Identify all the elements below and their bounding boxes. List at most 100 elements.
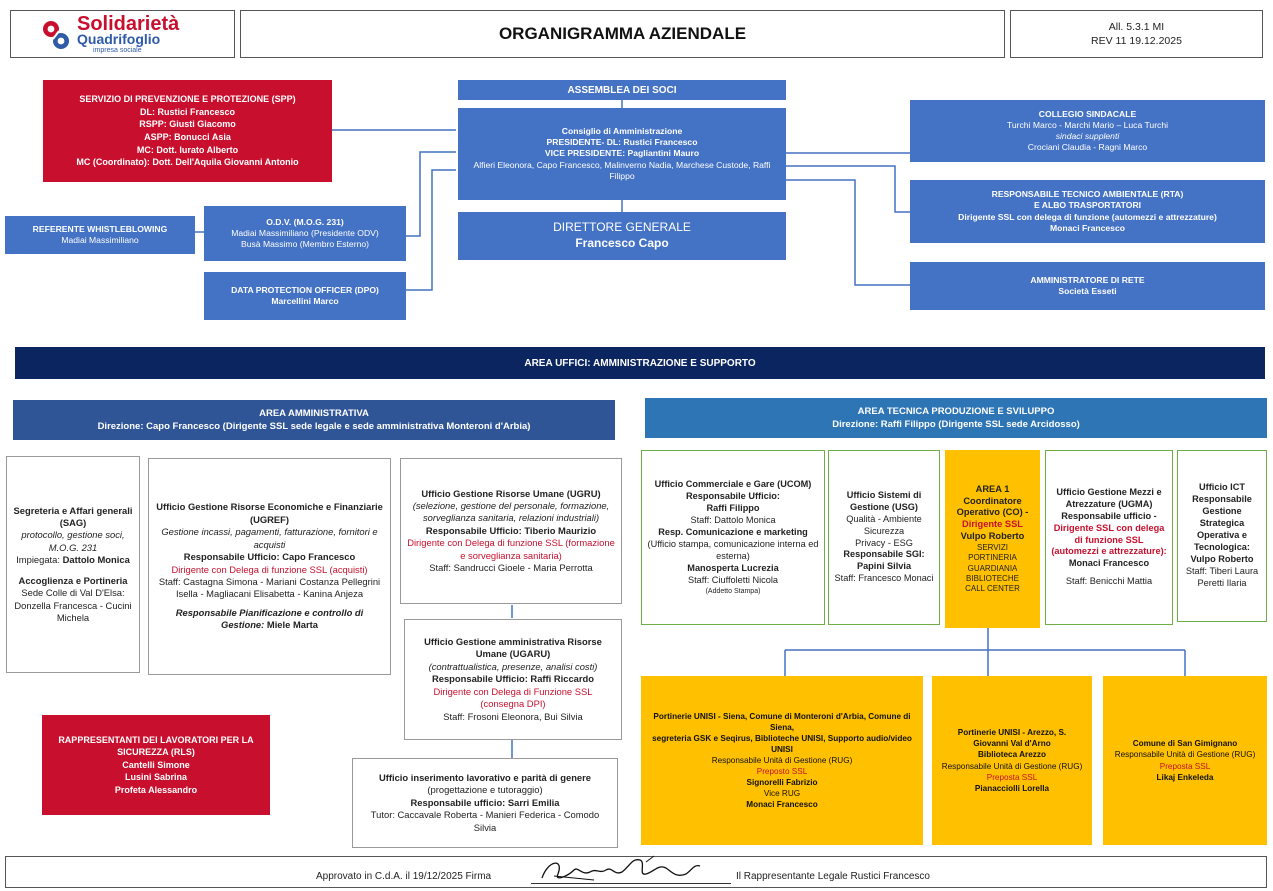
area-amm-title: AREA AMMINISTRATIVA	[259, 407, 369, 419]
ugma-name: Monaci Francesco	[1068, 558, 1150, 569]
port3-line: Comune di San Gimignano	[1132, 739, 1238, 749]
odv-line: Madiai Massimiliano (Presidente ODV)	[231, 227, 379, 238]
ugru-delega: Dirigente con Delega di funzione SSL (fo…	[407, 537, 615, 561]
spp-line: ASPP: Bonucci Asia	[144, 132, 231, 142]
ugma-title: Ufficio Gestione Mezzi e Atrezzature (UG…	[1056, 486, 1162, 509]
cda-title: Consiglio di Amministrazione	[561, 126, 683, 137]
ugref-title: Ufficio Gestione Risorse Economiche e Fi…	[156, 501, 383, 525]
ucom-comm-title: Resp. Comunicazione e marketing	[658, 526, 808, 537]
port2-name: Pianacciolli Lorella	[974, 783, 1050, 793]
collegio-line: Crociani Claudia - Ragni Marco	[1027, 142, 1148, 153]
uilp-tutor: Tutor: Caccavale Roberta - Manieri Feder…	[370, 809, 600, 833]
port1-vice-name: Monaci Francesco	[746, 800, 818, 810]
port3-rug: Responsabile Unità di Gestione (RUG)	[1114, 750, 1256, 760]
direttore-generale-box: DIRETTORE GENERALE Francesco Capo	[458, 212, 786, 260]
assemblea-soci-box: ASSEMBLEA DEI SOCI	[458, 80, 786, 100]
accoglienza-line: Sede Colle di Val D'Elsa:	[21, 587, 125, 599]
ucom-comm-desc: (Ufficio stampa, comunicazione interna e…	[647, 538, 819, 561]
approval-footer: Approvato in C.d.A. il 19/12/2025 Firma …	[5, 855, 1267, 888]
area-uffici-banner: AREA UFFICI: AMMINISTRAZIONE E SUPPORTO	[15, 347, 1265, 379]
rls-member: Profeta Alessandro	[114, 784, 198, 795]
rta-line: E ALBO TRASPORTATORI	[1033, 200, 1142, 211]
whistleblowing-box: REFERENTE WHISTLEBLOWING Madiai Massimil…	[5, 216, 195, 254]
whistleblowing-title: REFERENTE WHISTLEBLOWING	[32, 223, 168, 234]
accoglienza-title: Accoglienza e Portineria	[18, 574, 128, 586]
usg-line: Qualità - Ambiente Sicurezza	[846, 513, 922, 536]
usg-line: Privacy - ESG	[855, 537, 913, 548]
collegio-title: COLLEGIO SINDACALE	[1038, 108, 1137, 119]
ugref-delega: Dirigente con Delega di funzione SSL (ac…	[171, 563, 368, 575]
ucom-staff: Staff: Dattolo Monica	[690, 515, 776, 526]
rta-line: Monaci Francesco	[1050, 222, 1125, 233]
rete-name: Società Esseti	[1058, 286, 1117, 296]
logo-box: Solidarietà Quadrifoglio impresa sociale	[10, 10, 235, 58]
sag-imp-label: Impiegata:	[16, 554, 60, 566]
area1-service: SERVIZI	[977, 543, 1008, 553]
port3-name: Likaj Enkeleda	[1156, 772, 1214, 782]
odv-box: O.D.V. (M.O.G. 231) Madiai Massimiliano …	[204, 206, 406, 261]
cda-members: Alfieri Eleonora, Capo Francesco, Malinv…	[473, 159, 771, 181]
spp-line: MC (Coordinato): Dott. Dell'Aquila Giova…	[76, 157, 299, 168]
port1-line: Portinerie UNISI - Siena, Comune di Mont…	[653, 711, 911, 732]
area1-name: Vulpo Roberto	[960, 531, 1025, 542]
port2-rug: Responsabile Unità di Gestione (RUG)	[941, 761, 1083, 771]
cda-box: Consiglio di Amministrazione PRESIDENTE-…	[458, 108, 786, 200]
ugaru-desc: (contrattualistica, presenze, analisi co…	[428, 660, 598, 672]
sag-desc: protocollo, gestione soci, M.O.G. 231	[21, 529, 125, 553]
rls-member: Lusini Sabrina	[124, 772, 187, 783]
rete-title: AMMINISTRATORE DI RETE	[1030, 274, 1145, 285]
ucom-box: Ufficio Commerciale e Gare (UCOM) Respon…	[641, 450, 825, 625]
ugaru-delega: Dirigente con Delega di Funzione SSL (co…	[433, 685, 593, 710]
ugru-box: Ufficio Gestione Risorse Umane (UGRU) (s…	[400, 458, 622, 604]
ict-staff-2: Peretti Ilaria	[1197, 577, 1247, 588]
sag-title: Segreteria e Affari generali (SAG)	[13, 504, 133, 529]
ugru-staff: Staff: Sandrucci Gioele - Maria Perrotta	[429, 562, 593, 574]
signature-line	[531, 883, 731, 884]
ucom-title: Ufficio Commerciale e Gare (UCOM)	[654, 479, 812, 490]
port2-preposta: Preposta SSL	[986, 772, 1038, 782]
usg-resp: Responsabile SGI: Papini Silvia	[843, 549, 925, 572]
amministratore-rete-box: AMMINISTRATORE DI RETE Società Esseti	[910, 262, 1265, 310]
ugref-desc: Gestione incassi, pagamenti, fatturazion…	[161, 526, 378, 550]
area1-service: GUARDIANIA	[967, 563, 1018, 573]
sag-box: Segreteria e Affari generali (SAG) proto…	[6, 456, 140, 673]
port1-preposto: Preposto SSL	[756, 767, 808, 777]
doc-revision: REV 11 19.12.2025	[1091, 35, 1182, 47]
uilp-title: Ufficio inserimento lavorativo e parità …	[378, 771, 592, 783]
collegio-sindacale-box: COLLEGIO SINDACALE Turchi Marco - Marchi…	[910, 100, 1265, 162]
ict-title: Ufficio ICT	[1199, 482, 1245, 493]
uilp-desc: (progettazione e tutoraggio)	[427, 784, 543, 796]
spp-title: SERVIZIO DI PREVENZIONE E PROTEZIONE (SP…	[79, 94, 296, 105]
ugaru-staff: Staff: Frosoni Eleonora, Bui Silvia	[443, 710, 583, 722]
ugma-box: Ufficio Gestione Mezzi e Atrezzature (UG…	[1045, 450, 1173, 625]
ugref-pian-label: Responsabile Pianificazione e controllo …	[175, 606, 364, 631]
ict-resp: Responsabile Gestione Strategica Operati…	[1190, 494, 1254, 564]
logo-name-1: Solidarietà	[77, 13, 180, 35]
ugref-staff: Staff: Castagna Simona - Mariani Costanz…	[158, 575, 381, 600]
doc-reference: All. 5.3.1 MI REV 11 19.12.2025	[1010, 10, 1263, 58]
area-tec-title: AREA TECNICA PRODUZIONE E SVILUPPO	[857, 405, 1055, 417]
doc-ref-code: All. 5.3.1 MI	[1108, 20, 1165, 33]
cda-vice-president: VICE PRESIDENTE: Pagliantini Mauro	[544, 148, 700, 159]
ucom-resp-label: Responsabile Ufficio:	[686, 491, 780, 502]
odv-title: O.D.V. (M.O.G. 231)	[266, 216, 344, 227]
rta-box: RESPONSABILE TECNICO AMBIENTALE (RTA) E …	[910, 180, 1265, 243]
ict-staff: Staff: Tiberi Laura	[1185, 565, 1259, 576]
area-amm-direzione: Direzione: Capo Francesco (Dirigente SSL…	[97, 421, 531, 432]
spp-line: RSPP: Giusti Giacomo	[139, 119, 236, 130]
ugma-staff: Staff: Benicchi Mattia	[1065, 576, 1153, 587]
area1-dirigente: Dirigente SSL	[962, 519, 1023, 530]
ict-box: Ufficio ICT Responsabile Gestione Strate…	[1177, 450, 1267, 622]
san-gimignano-box: Comune di San Gimignano Responsabile Uni…	[1103, 676, 1267, 845]
rta-line: RESPONSABILE TECNICO AMBIENTALE (RTA)	[991, 189, 1184, 200]
dpo-title: DATA PROTECTION OFFICER (DPO)	[231, 284, 379, 295]
ugref-box: Ufficio Gestione Risorse Economiche e Fi…	[148, 458, 391, 675]
usg-staff: Staff: Francesco Monaci	[834, 573, 934, 584]
spp-line: DL: Rustici Francesco	[139, 106, 236, 117]
ugru-title: Ufficio Gestione Risorse Umane (UGRU)	[421, 487, 601, 499]
quadrifoglio-logo-icon	[43, 21, 69, 49]
collegio-supplenti-label: sindaci supplenti	[1055, 131, 1120, 141]
port1-name: Signorelli Fabrizio	[746, 778, 818, 788]
odv-line: Busà Massimo (Membro Esterno)	[241, 239, 369, 250]
